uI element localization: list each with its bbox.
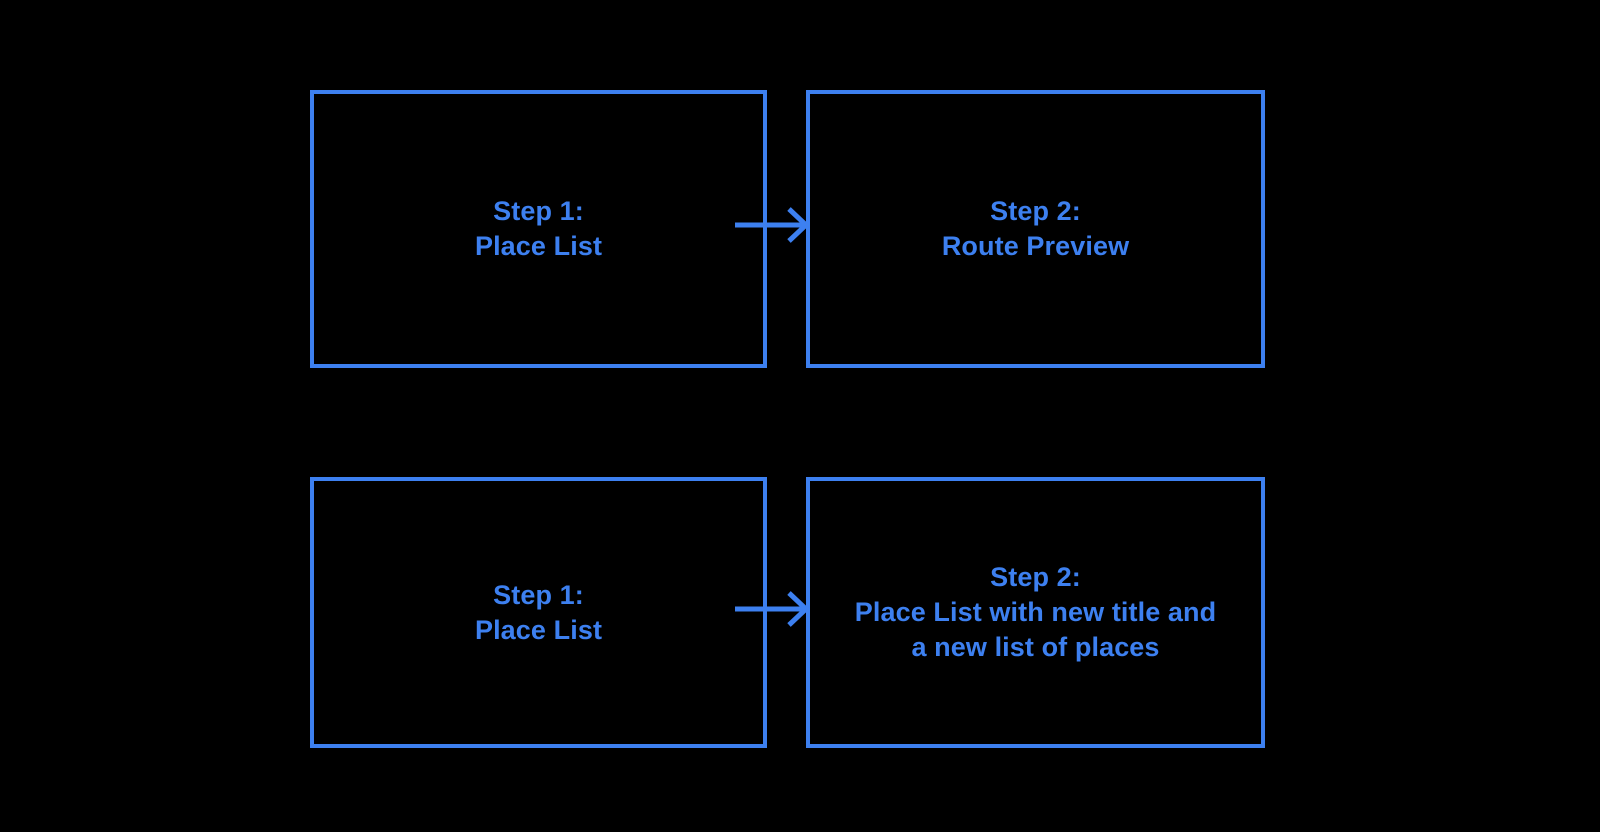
step-box-top-step-2-label: Step 2: Route Preview [941,196,1130,261]
step-box-top-step-1[interactable]: Step 1: Place List [310,90,767,368]
step-box-top-step-2[interactable]: Step 2: Route Preview [806,90,1265,368]
flow-row-top: Step 1: Place List Step 2: Route Preview [0,90,1600,368]
flow-row-bottom: Step 1: Place List Step 2: Place List wi… [0,477,1600,748]
step-box-bottom-step-2-label: Step 2: Place List with new title and a … [854,562,1217,662]
step-box-bottom-step-1[interactable]: Step 1: Place List [310,477,767,748]
step-box-bottom-step-1-label: Step 1: Place List [474,579,603,645]
step-box-top-step-1-label: Step 1: Place List [474,196,603,261]
step-box-bottom-step-2[interactable]: Step 2: Place List with new title and a … [806,477,1265,748]
